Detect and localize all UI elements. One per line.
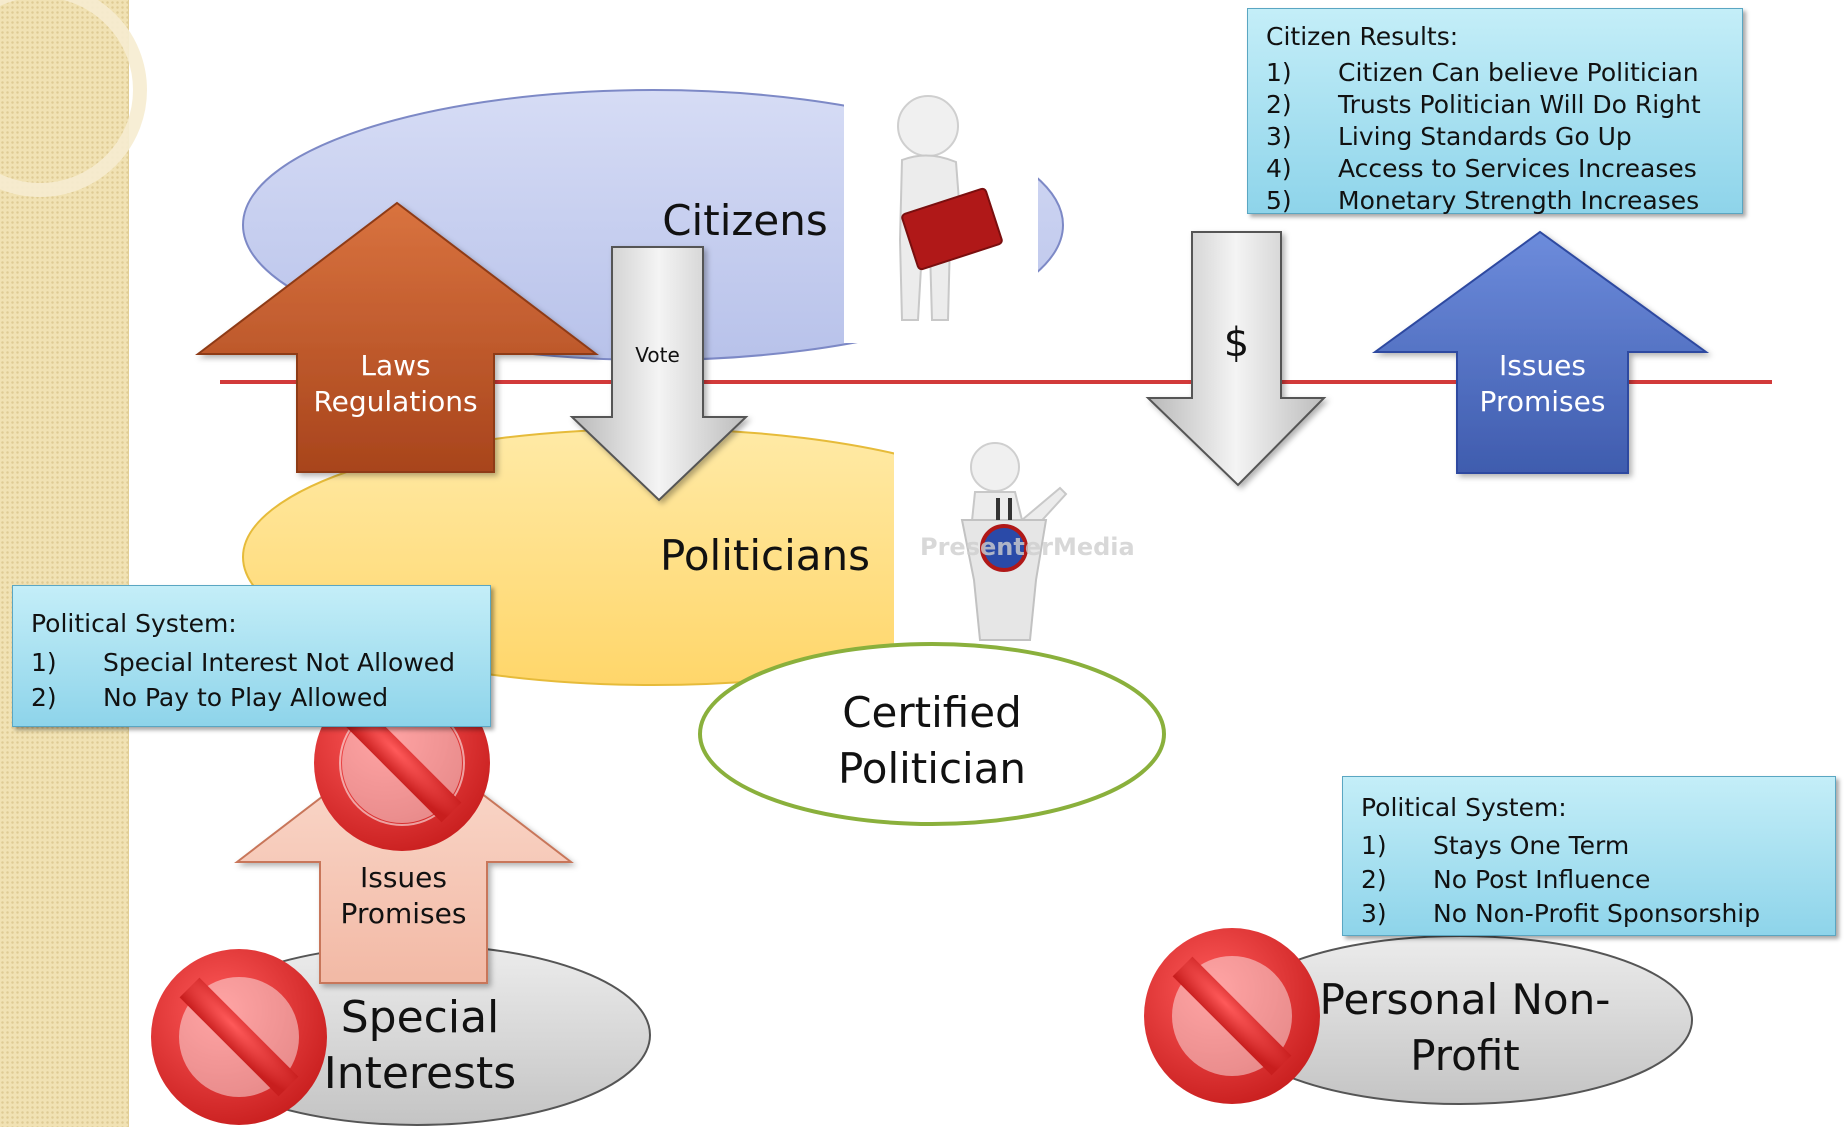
political-left-title: Political System: <box>31 609 237 638</box>
list-item: 1) Stays One Term <box>1361 829 1835 863</box>
special-issues-arrow-label: Issues Promises <box>320 860 487 932</box>
item-text: Stays One Term <box>1433 831 1630 860</box>
list-item: 5) Monetary Strength Increases <box>1266 185 1742 217</box>
certified-politician-label: Certified Politician <box>782 685 1082 797</box>
vote-down-arrow <box>569 246 749 502</box>
item-number: 1) <box>1266 58 1292 87</box>
nonprofit-line-1: Personal Non- <box>1319 975 1611 1024</box>
citizen-results-list: 1) Citizen Can believe Politician 2) Trust… <box>1266 57 1742 217</box>
item-text: No Post Influence <box>1433 865 1651 894</box>
item-number: 1) <box>1361 831 1387 860</box>
list-item: 2) No Pay to Play Allowed <box>31 680 490 715</box>
list-item: 2) Trusts Politician Will Do Right <box>1266 89 1742 121</box>
issues-up-arrow <box>1371 230 1710 474</box>
podium-figure-icon <box>960 442 1068 641</box>
money-label: $ <box>1223 320 1250 366</box>
special-line-1: Special <box>340 992 500 1043</box>
issues-arrow-label: Issues Promises <box>1457 348 1628 420</box>
item-number: 4) <box>1266 154 1292 183</box>
laws-up-arrow <box>195 201 599 473</box>
laws-line-1: Laws <box>360 349 431 382</box>
item-text: Monetary Strength Increases <box>1338 186 1700 215</box>
laws-arrow-label: Laws Regulations <box>297 348 494 420</box>
special-interests-label: Special Interests <box>300 990 540 1102</box>
certified-ellipse <box>698 642 1166 826</box>
citizen-results-title: Citizen Results: <box>1266 22 1459 51</box>
list-item: 1) Special Interest Not Allowed <box>31 645 490 680</box>
political-system-left-box: Political System: 1) Special Interest Not… <box>12 585 491 727</box>
list-item: 4) Access to Services Increases <box>1266 153 1742 185</box>
nonprofit-line-2: Profit <box>1410 1031 1520 1080</box>
reader-figure-icon <box>897 95 1003 321</box>
sidebar-ring <box>0 0 147 197</box>
list-item: 1) Citizen Can believe Politician <box>1266 57 1742 89</box>
list-item: 3) No Non-Profit Sponsorship <box>1361 897 1835 931</box>
special-issues-line-2: Promises <box>340 897 467 930</box>
certified-line-1: Certified <box>842 688 1022 737</box>
item-text: Access to Services Increases <box>1338 154 1697 183</box>
item-text: Trusts Politician Will Do Right <box>1338 90 1701 119</box>
citizen-results-box: Citizen Results: 1) Citizen Can believe P… <box>1247 8 1743 217</box>
item-number: 2) <box>31 683 57 712</box>
certified-line-2: Politician <box>837 744 1027 793</box>
list-item: 3) Living Standards Go Up <box>1266 121 1742 153</box>
politicians-label: Politicians <box>660 531 870 580</box>
item-text: Living Standards Go Up <box>1338 122 1632 151</box>
citizens-label: Citizens <box>662 196 828 245</box>
watermark: PresenterMedia <box>920 533 1135 561</box>
item-text: Special Interest Not Allowed <box>103 648 456 677</box>
item-number: 1) <box>31 648 57 677</box>
list-item: 2) No Post Influence <box>1361 863 1835 897</box>
issues-line-1: Issues <box>1499 349 1586 382</box>
item-number: 2) <box>1266 90 1292 119</box>
item-number: 5) <box>1266 186 1292 215</box>
item-number: 3) <box>1361 899 1387 928</box>
special-line-2: Interests <box>323 1048 517 1099</box>
issues-line-2: Promises <box>1479 385 1606 418</box>
political-left-list: 1) Special Interest Not Allowed 2) No Pay … <box>31 645 490 715</box>
political-right-title: Political System: <box>1361 793 1567 822</box>
special-issues-line-1: Issues <box>360 861 447 894</box>
laws-line-2: Regulations <box>313 385 478 418</box>
political-system-right-box: Political System: 1) Stays One Term 2) No … <box>1342 776 1836 936</box>
vote-label: Vote <box>635 343 680 367</box>
item-text: No Pay to Play Allowed <box>103 683 389 712</box>
money-down-arrow <box>1145 231 1327 487</box>
item-text: No Non-Profit Sponsorship <box>1433 899 1761 928</box>
item-number: 2) <box>1361 865 1387 894</box>
political-right-list: 1) Stays One Term 2) No Post Influence 3) N… <box>1361 829 1835 931</box>
nonprofit-label: Personal Non- Profit <box>1310 972 1620 1084</box>
item-number: 3) <box>1266 122 1292 151</box>
item-text: Citizen Can believe Politician <box>1338 58 1699 87</box>
